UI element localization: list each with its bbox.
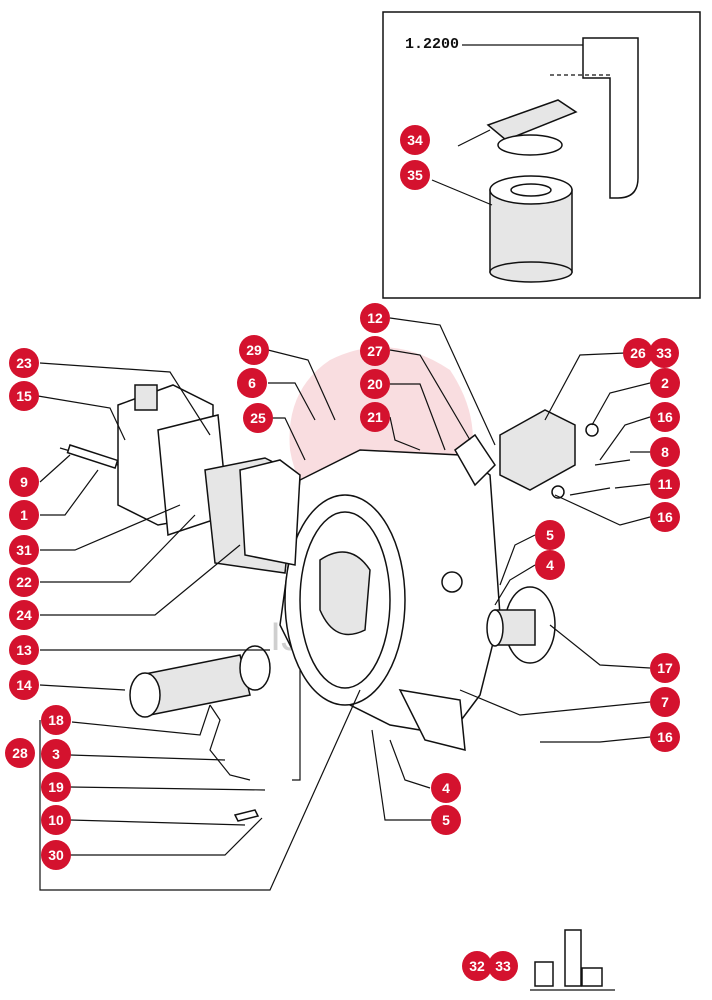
callout-26: 26	[623, 338, 653, 368]
svg-text:13: 13	[16, 642, 32, 658]
svg-text:17: 17	[657, 660, 673, 676]
svg-text:33: 33	[656, 345, 672, 361]
svg-text:32: 32	[469, 958, 485, 974]
svg-text:11: 11	[658, 476, 673, 492]
svg-text:12: 12	[367, 310, 383, 326]
svg-text:9: 9	[20, 474, 28, 490]
callout-27: 27	[360, 336, 390, 366]
filter-bracket	[582, 37, 639, 199]
svg-text:5: 5	[442, 812, 450, 828]
svg-text:4: 4	[546, 557, 554, 573]
callout-29: 29	[239, 335, 269, 365]
svg-text:29: 29	[246, 342, 262, 358]
svg-text:14: 14	[16, 677, 32, 693]
bolt-washer	[233, 809, 260, 822]
callout-10: 10	[41, 805, 71, 835]
callout-7: 7	[650, 687, 680, 717]
svg-text:4: 4	[442, 780, 450, 796]
callout-34: 34	[400, 125, 430, 155]
svg-text:34: 34	[407, 132, 423, 148]
svg-text:16: 16	[657, 729, 673, 745]
svg-text:24: 24	[16, 607, 32, 623]
callout-9: 9	[9, 467, 39, 497]
callout-20: 20	[360, 369, 390, 399]
callout-5: 5	[535, 520, 565, 550]
svg-text:30: 30	[48, 847, 64, 863]
svg-text:1: 1	[20, 507, 28, 523]
callout-32: 32	[462, 951, 492, 981]
callout-2: 2	[650, 368, 680, 398]
callout-19: 19	[41, 772, 71, 802]
svg-text:10: 10	[48, 812, 64, 828]
filter-tube	[129, 645, 271, 718]
callout-33b: 33	[488, 951, 518, 981]
hydraulic-pump	[454, 409, 631, 499]
callout-16c: 16	[650, 722, 680, 752]
svg-text:22: 22	[16, 574, 32, 590]
svg-text:35: 35	[407, 167, 423, 183]
callout-14: 14	[9, 670, 39, 700]
callout-28: 28	[5, 738, 35, 768]
callout-1: 1	[9, 500, 39, 530]
svg-text:27: 27	[367, 343, 383, 359]
svg-text:3: 3	[52, 746, 60, 762]
svg-text:8: 8	[661, 444, 669, 460]
svg-text:20: 20	[367, 376, 383, 392]
transmission-housing	[279, 449, 501, 751]
callout-16b: 16	[650, 502, 680, 532]
callout-11: 11	[650, 469, 680, 499]
callout-18: 18	[41, 705, 71, 735]
callout-4b: 4	[431, 773, 461, 803]
valve-body-assembly	[59, 384, 301, 574]
svg-text:26: 26	[630, 345, 646, 361]
svg-text:16: 16	[657, 409, 673, 425]
leader-lines	[37, 317, 651, 891]
callout-23: 23	[9, 348, 39, 378]
callout-21: 21	[360, 402, 390, 432]
callout-35: 35	[400, 160, 430, 190]
callout-30: 30	[41, 840, 71, 870]
callout-22: 22	[9, 567, 39, 597]
callout-31: 31	[9, 535, 39, 565]
callout-12: 12	[360, 303, 390, 333]
svg-text:5: 5	[546, 527, 554, 543]
callout-24: 24	[9, 600, 39, 630]
filter-head	[486, 99, 578, 141]
service-kit-icons	[530, 929, 615, 991]
filter-cartridge	[489, 175, 573, 283]
callout-17: 17	[650, 653, 680, 683]
inset-reference: 1.2200	[405, 36, 459, 53]
svg-text:28: 28	[12, 745, 28, 761]
callout-16: 16	[650, 402, 680, 432]
svg-text:18: 18	[48, 712, 64, 728]
svg-text:7: 7	[661, 694, 669, 710]
callout-13: 13	[9, 635, 39, 665]
callout-33: 33	[649, 338, 679, 368]
svg-text:6: 6	[248, 375, 256, 391]
svg-text:33: 33	[495, 958, 511, 974]
callout-3: 3	[41, 739, 71, 769]
callout-25: 25	[243, 403, 273, 433]
svg-text:21: 21	[367, 409, 383, 425]
inset-panel: 1.2200	[382, 11, 701, 299]
callout-15: 15	[9, 381, 39, 411]
callout-8: 8	[650, 437, 680, 467]
svg-text:23: 23	[16, 355, 32, 371]
svg-text:25: 25	[250, 410, 266, 426]
callout-5b: 5	[431, 805, 461, 835]
callout-6: 6	[237, 368, 267, 398]
flanged-sleeve	[486, 586, 556, 664]
callout-4: 4	[535, 550, 565, 580]
svg-text:19: 19	[48, 779, 64, 795]
svg-text:16: 16	[657, 509, 673, 525]
oil-pipe	[209, 704, 251, 781]
svg-text:15: 15	[16, 388, 32, 404]
svg-text:31: 31	[16, 542, 32, 558]
svg-text:2: 2	[661, 375, 669, 391]
